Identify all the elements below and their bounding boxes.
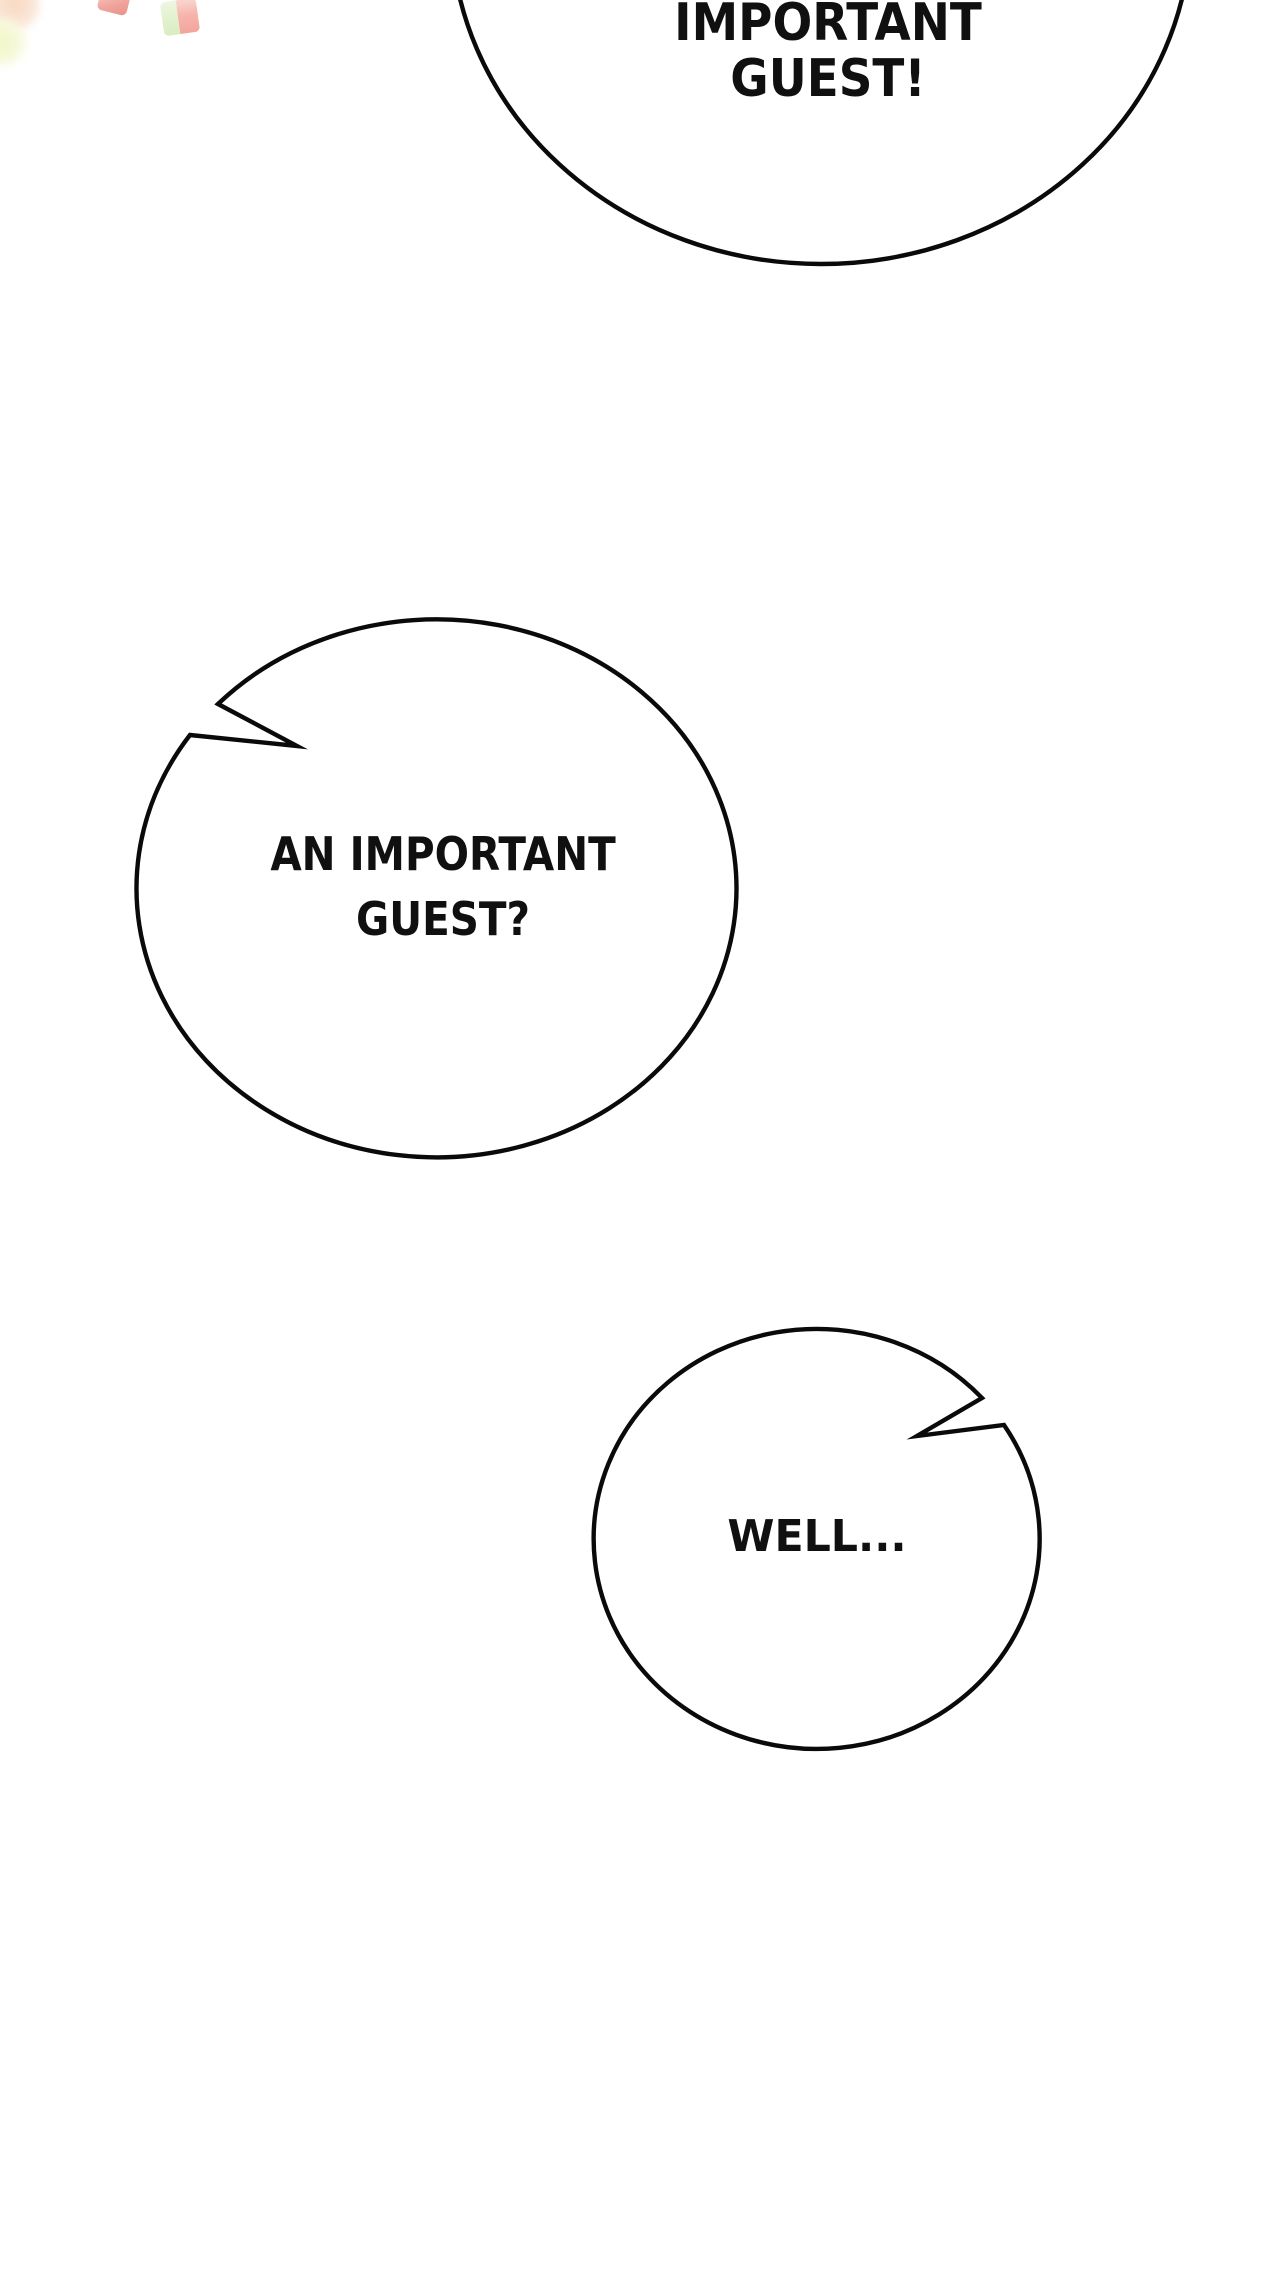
bubble-text-top: IMPORTANT GUEST! [674, 0, 982, 109]
bubble-text-bottom: WELL... [727, 1511, 907, 1562]
speech-bubble-middle [134, 617, 739, 1160]
bubble-text-middle: AN IMPORTANT GUEST? [270, 827, 616, 946]
speech-bubble-top [458, 0, 1184, 267]
speech-bubble-bottom [591, 1326, 1042, 1752]
